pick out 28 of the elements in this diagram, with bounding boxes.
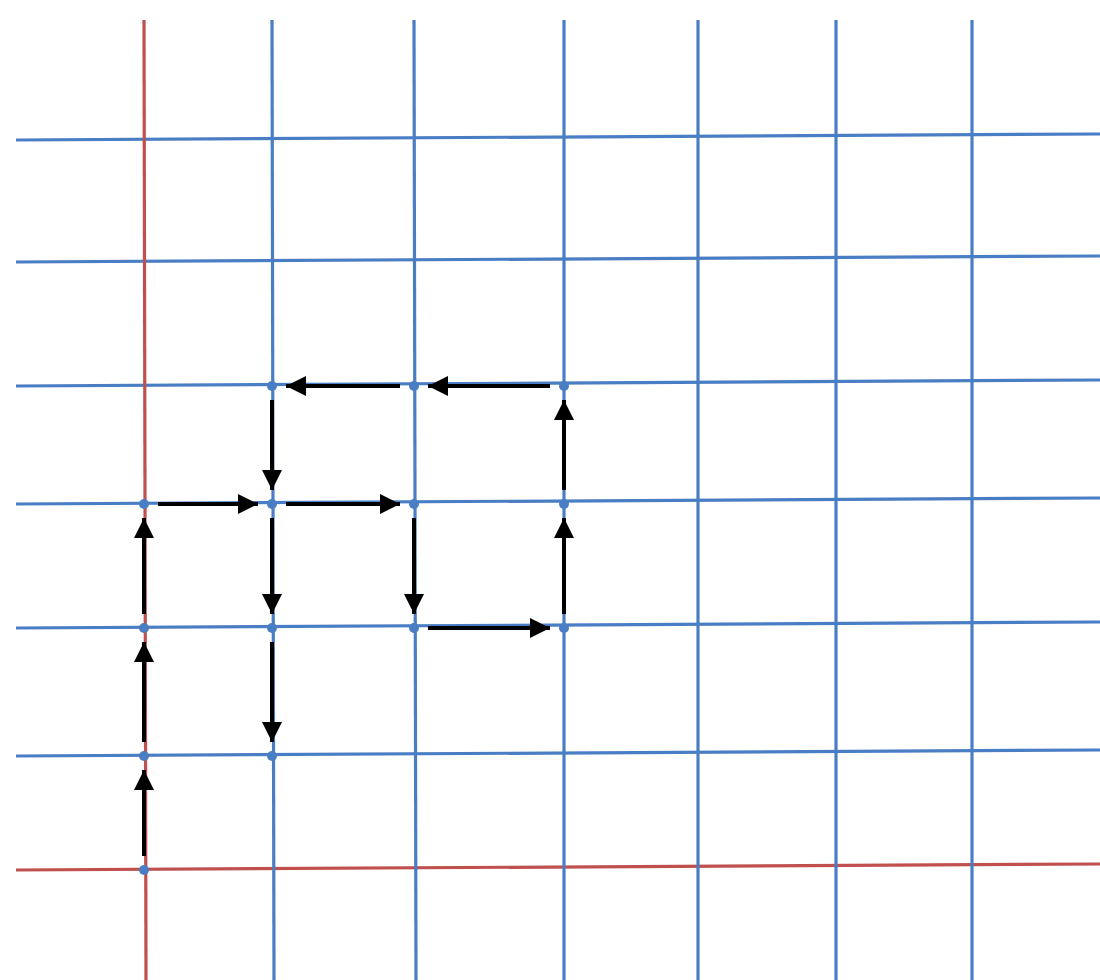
- arrow: [262, 400, 282, 490]
- grid-point: [559, 381, 569, 391]
- arrow: [428, 618, 550, 638]
- arrow: [286, 494, 400, 514]
- grid-point: [139, 499, 149, 509]
- arrow: [134, 518, 154, 614]
- arrow: [134, 770, 154, 856]
- arrow: [554, 518, 574, 614]
- grid-point: [267, 751, 277, 761]
- grid-point: [409, 381, 419, 391]
- arrow: [262, 642, 282, 742]
- grid-point: [267, 623, 277, 633]
- arrow: [262, 518, 282, 614]
- grid-point: [139, 865, 149, 875]
- grid-point: [409, 499, 419, 509]
- arrow: [134, 642, 154, 742]
- grid-point: [139, 623, 149, 633]
- grid-point: [267, 499, 277, 509]
- arrow: [428, 376, 550, 396]
- arrow: [158, 494, 258, 514]
- grid-point: [409, 623, 419, 633]
- grid-point: [267, 381, 277, 391]
- arrow: [404, 518, 424, 614]
- grid-point: [559, 623, 569, 633]
- grid-point: [139, 751, 149, 761]
- arrow: [554, 400, 574, 490]
- arrow: [286, 376, 400, 396]
- grid-point: [559, 499, 569, 509]
